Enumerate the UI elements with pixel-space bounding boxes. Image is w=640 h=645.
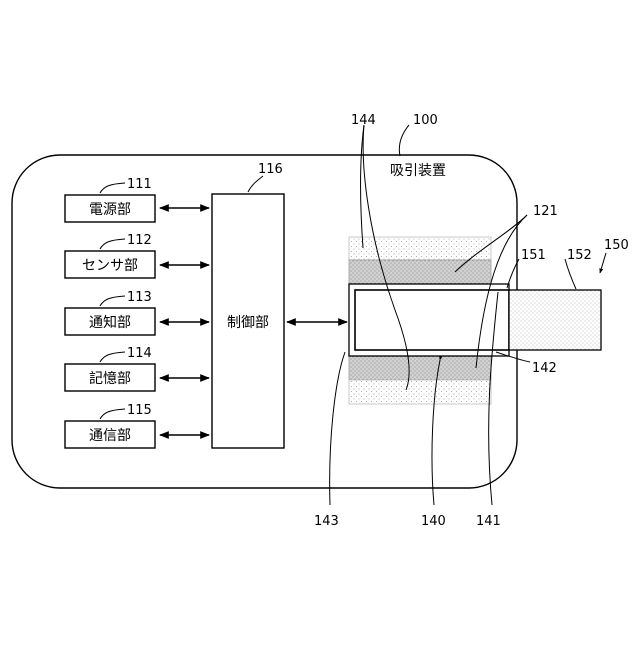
ref-111: 111 [127, 177, 152, 192]
insulator-top [349, 237, 491, 260]
module-notify-label: 通知部 [89, 314, 131, 331]
ref-152: 152 [567, 248, 592, 263]
stick-substrate [355, 290, 509, 350]
ref-142: 142 [532, 361, 557, 376]
module-power-label: 電源部 [89, 202, 131, 218]
module-notify: 通知部 113 [65, 290, 155, 335]
ref-100: 100 [413, 113, 438, 128]
ref-121: 121 [533, 204, 558, 219]
heating-assembly [349, 237, 601, 404]
ref-115: 115 [127, 403, 152, 418]
ref-151: 151 [521, 248, 546, 263]
leader-142 [496, 352, 530, 362]
controller-label: 制御部 [227, 315, 269, 331]
module-storage-label: 記憶部 [89, 370, 131, 387]
module-sensor-label: センサ部 [82, 258, 138, 274]
ref-113: 113 [127, 290, 152, 305]
ref-112: 112 [127, 233, 152, 248]
ref-144: 144 [351, 113, 376, 128]
leader-112 [100, 239, 125, 249]
leader-115 [100, 409, 125, 419]
ref-140: 140 [421, 514, 446, 529]
ref-150: 150 [604, 238, 629, 253]
leader-116 [248, 176, 263, 192]
stick-filter [509, 290, 601, 350]
controller: 制御部 116 [212, 162, 284, 448]
insulator-bottom [349, 380, 491, 404]
leader-114 [100, 352, 125, 362]
module-comm-label: 通信部 [89, 428, 131, 444]
ref-116: 116 [258, 162, 283, 177]
leader-113 [100, 296, 125, 306]
leader-100 [399, 125, 409, 156]
ref-114: 114 [127, 346, 152, 361]
module-sensor: センサ部 112 [65, 233, 155, 278]
module-comm: 通信部 115 [65, 403, 155, 448]
module-power: 電源部 111 [65, 177, 155, 222]
leader-152 [565, 259, 576, 289]
ref-141: 141 [476, 514, 501, 529]
heater-top [349, 260, 491, 284]
heater-bottom [349, 356, 491, 380]
ref-143: 143 [314, 514, 339, 529]
leader-150 [600, 253, 606, 273]
module-storage: 記憶部 114 [65, 346, 155, 391]
device-title: 吸引装置 [390, 163, 446, 179]
leader-111 [100, 183, 125, 193]
leader-143 [330, 352, 345, 505]
